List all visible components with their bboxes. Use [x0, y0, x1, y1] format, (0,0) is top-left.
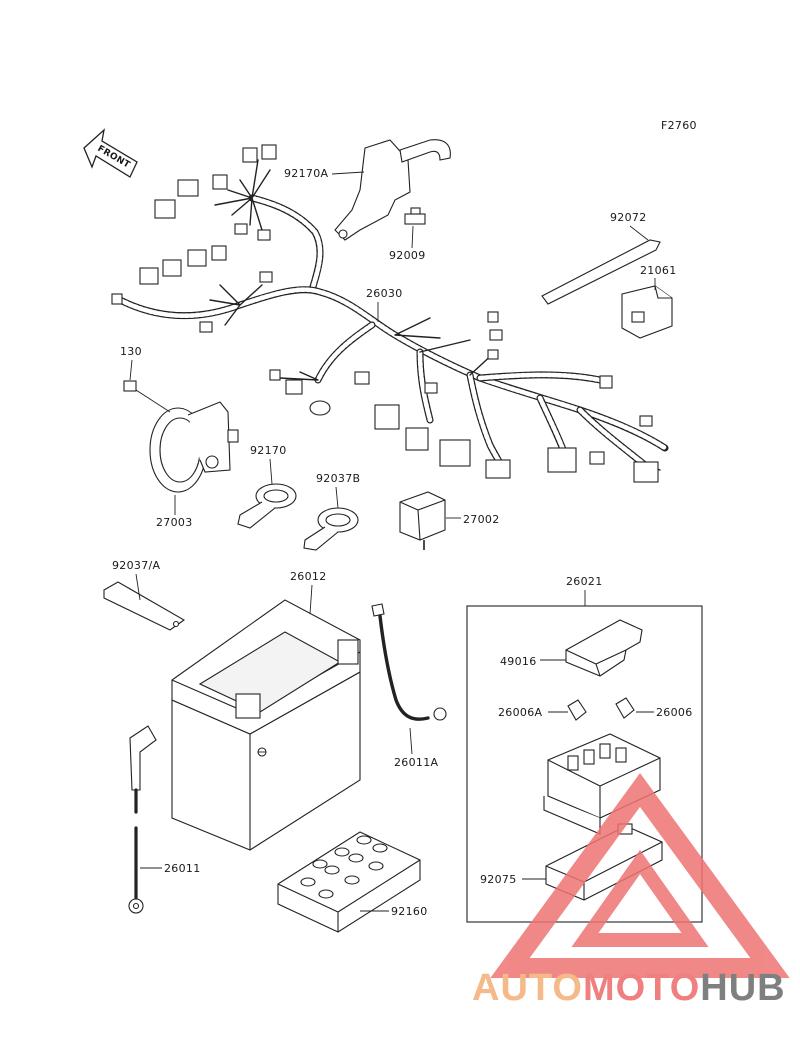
connector	[177, 179, 199, 197]
connector	[162, 259, 182, 277]
figure-code: F2760	[661, 119, 697, 132]
label-27002: 27002	[463, 513, 500, 526]
connector	[211, 245, 227, 261]
watermark-part-hub: HUB	[700, 967, 785, 1009]
clamp-92170	[237, 483, 297, 529]
bolt-92009	[404, 207, 426, 225]
connector	[489, 329, 503, 341]
label-92037A: 92037/A	[112, 559, 160, 572]
connector	[199, 321, 213, 333]
connector	[487, 349, 499, 360]
connector	[374, 404, 400, 430]
label-92072: 92072	[610, 211, 647, 224]
connector	[139, 267, 159, 285]
relay-27002	[399, 491, 446, 550]
label-26021: 26021	[566, 575, 603, 588]
cable-26011A	[371, 603, 447, 721]
label-26006A: 26006A	[498, 706, 542, 719]
connector	[439, 439, 471, 467]
connector	[187, 249, 207, 267]
watermark-text: AUTOMOTOHUB	[472, 967, 786, 1009]
connector	[487, 311, 499, 323]
connector	[354, 371, 370, 385]
label-26006: 26006	[656, 706, 693, 719]
fuse-26006	[615, 697, 635, 719]
label-92170: 92170	[250, 444, 287, 457]
label-26011A: 26011A	[394, 756, 438, 769]
horn-27003	[149, 401, 239, 493]
cable-26011	[128, 725, 157, 914]
label-92037B: 92037B	[316, 472, 360, 485]
insulator-92037A	[103, 581, 186, 631]
connector	[259, 271, 273, 283]
label-92170A: 92170A	[284, 167, 328, 180]
front-arrow-icon: FRONT	[83, 128, 138, 178]
connector	[285, 379, 303, 395]
connector	[547, 447, 577, 473]
connector	[261, 144, 277, 160]
label-26030: 26030	[366, 287, 403, 300]
fuse-box-assembly-26021	[466, 590, 703, 923]
connector	[485, 459, 511, 479]
connector	[639, 415, 653, 427]
label-21061: 21061	[640, 264, 677, 277]
label-49016: 49016	[500, 655, 537, 668]
label-92160: 92160	[391, 905, 428, 918]
main-harness	[111, 144, 669, 483]
connector	[269, 369, 281, 381]
fuse-26006A	[567, 699, 587, 721]
connector	[405, 427, 429, 451]
connector	[111, 293, 123, 305]
label-26011: 26011	[164, 862, 201, 875]
relay-21061	[621, 285, 673, 339]
connector	[309, 400, 331, 416]
connector	[599, 375, 613, 389]
label-92009: 92009	[389, 249, 426, 262]
bolt-130	[123, 380, 171, 413]
label-26012: 26012	[290, 570, 327, 583]
label-92075: 92075	[480, 873, 517, 886]
connector	[424, 382, 438, 394]
label-27003: 27003	[156, 516, 193, 529]
connector	[257, 229, 271, 241]
battery-26012	[171, 599, 361, 851]
automotohub-logo	[490, 773, 790, 978]
watermark-part-auto: AUTO	[472, 967, 583, 1009]
label-130: 130	[120, 345, 142, 358]
connector	[589, 451, 605, 465]
connector	[234, 223, 248, 235]
watermark-part-moto: MOTO	[583, 967, 700, 1009]
connector	[242, 147, 258, 163]
clamp-92037B	[303, 507, 359, 551]
tray-92160	[277, 831, 421, 933]
connector	[633, 461, 659, 483]
bracket-92170A	[334, 139, 451, 241]
cover-49016	[565, 619, 643, 677]
connector	[154, 199, 176, 219]
connector	[212, 174, 228, 190]
tie-band-92072	[541, 239, 661, 305]
